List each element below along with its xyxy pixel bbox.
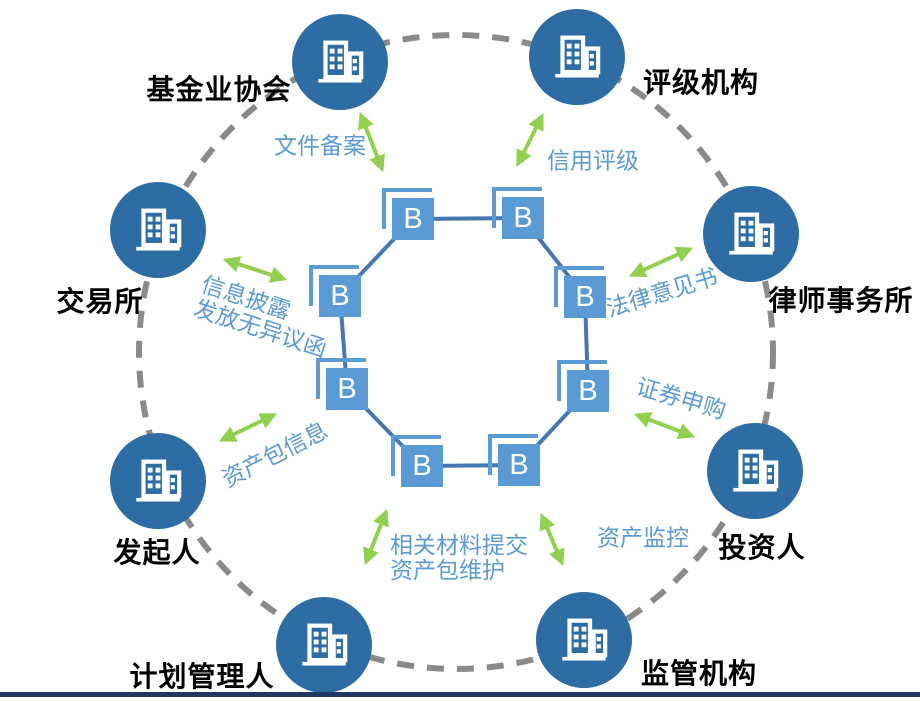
entity-label-rating-agency: 评级机构 xyxy=(642,67,760,98)
blockchain-node: B xyxy=(382,188,434,240)
flow-arrow-asset-package-info xyxy=(218,413,278,442)
blockchain-node: B xyxy=(309,265,361,317)
flow-label-materials-submission: 相关材料提交 资产包维护 xyxy=(390,533,528,583)
block-letter: B xyxy=(564,276,606,318)
block-letter: B xyxy=(392,198,434,240)
building-icon xyxy=(562,618,608,661)
entity-node-plan-manager xyxy=(276,597,372,693)
block-bracket-icon xyxy=(557,360,607,401)
blockchain-links xyxy=(338,216,590,468)
entity-label-originator: 发起人 xyxy=(113,537,201,568)
flow-label-line: 资产包维护 xyxy=(390,557,505,583)
blockchain-node: B xyxy=(554,266,606,318)
building-icon xyxy=(136,208,182,251)
entity-label-plan-manager: 计划管理人 xyxy=(129,661,275,692)
flow-label-credit-rating: 信用评级 xyxy=(547,147,639,174)
building-icon xyxy=(555,35,601,78)
flow-arrow-credit-rating xyxy=(516,112,544,168)
flow-label-line: 相关材料提交 xyxy=(390,532,528,558)
entity-label-fund-industry-association: 基金业协会 xyxy=(146,74,292,105)
building-icon xyxy=(318,40,364,83)
entity-node-investor xyxy=(707,423,803,519)
blockchain-node: B xyxy=(391,435,443,487)
entity-label-regulator: 监管机构 xyxy=(640,658,758,689)
bottom-divider-bar xyxy=(0,692,920,697)
entity-label-investor: 投资人 xyxy=(718,532,806,563)
block-bracket-icon xyxy=(391,435,441,476)
block-letter: B xyxy=(319,275,361,317)
entity-node-fund-industry-association xyxy=(292,14,388,110)
blockchain-node: B xyxy=(488,434,540,486)
flow-arrow-information-disclosure xyxy=(222,256,288,283)
flow-label-document-filing: 文件备案 xyxy=(274,132,366,159)
flow-arrow-materials-submission xyxy=(363,508,389,566)
flow-arrow-document-filing xyxy=(358,111,385,173)
flow-arrow-asset-monitoring xyxy=(539,512,565,567)
block-letter: B xyxy=(567,370,609,412)
building-icon xyxy=(733,449,779,492)
block-bracket-icon xyxy=(382,188,432,229)
flow-label-asset-monitoring: 资产监控 xyxy=(597,524,689,551)
block-letter: B xyxy=(326,368,368,410)
block-bracket-icon xyxy=(488,434,538,475)
entity-node-originator xyxy=(110,433,206,529)
entity-node-rating-agency xyxy=(529,9,625,105)
dashed-ring xyxy=(136,32,776,672)
blockchain-node: B xyxy=(316,358,368,410)
block-letter: B xyxy=(502,197,544,239)
block-letter: B xyxy=(498,444,540,486)
flow-arrow-legal-opinion xyxy=(628,246,694,278)
building-icon xyxy=(302,623,348,666)
building-icon xyxy=(729,212,775,255)
block-bracket-icon xyxy=(492,187,542,228)
block-letter: B xyxy=(401,445,443,487)
blockchain-node: B xyxy=(557,360,609,412)
entity-label-exchange: 交易所 xyxy=(56,286,144,317)
block-bracket-icon xyxy=(554,266,604,307)
entity-node-law-firm xyxy=(703,186,799,282)
flow-arrows xyxy=(218,111,696,567)
block-bracket-icon xyxy=(316,358,366,399)
building-icon xyxy=(136,459,182,502)
blockchain-node: B xyxy=(492,187,544,239)
entity-node-regulator xyxy=(536,592,632,688)
flow-arrow-securities-subscription xyxy=(633,411,696,440)
entity-node-exchange xyxy=(110,182,206,278)
entity-label-law-firm: 律师事务所 xyxy=(768,285,914,316)
block-bracket-icon xyxy=(309,265,359,306)
